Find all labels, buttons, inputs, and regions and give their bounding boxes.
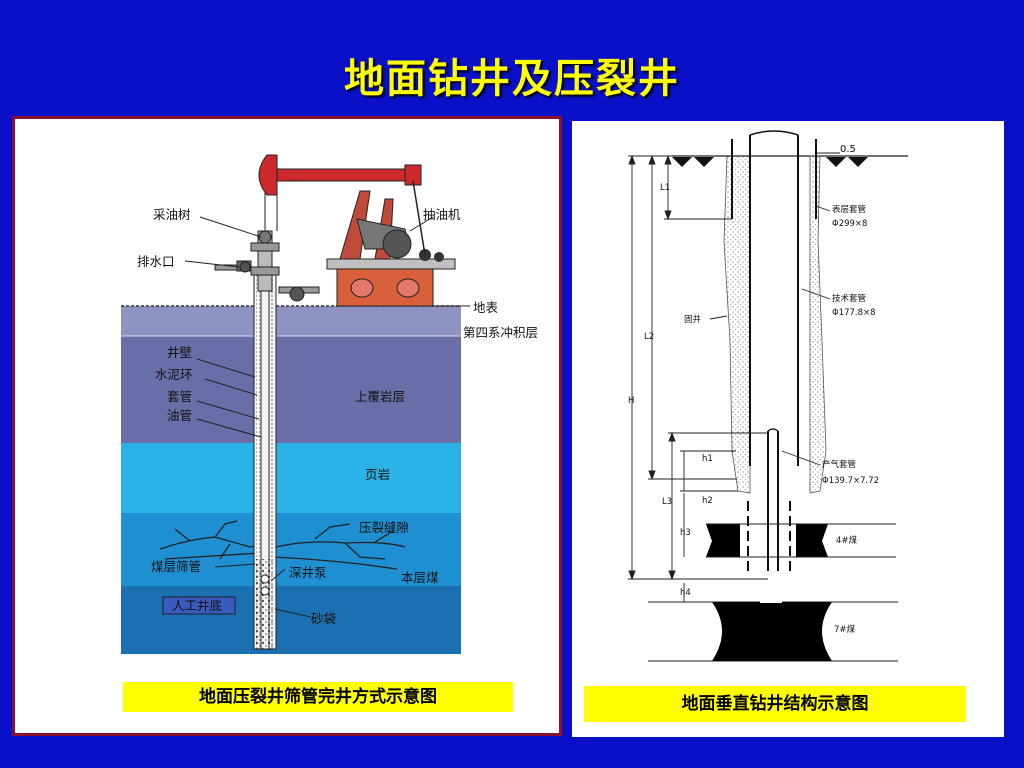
label-h4: h4 [680, 588, 691, 598]
label-L3: L3 [662, 497, 672, 507]
right-diagram-panel: 0.5 L1 L2 H L3 h1 h2 h3 h4 表层套管 Φ299×8 固… [572, 121, 1004, 737]
label-quaternary: 第四系冲积层 [463, 325, 538, 340]
coal4-left [706, 524, 740, 557]
fracture-lines [159, 520, 406, 570]
coal4-right [796, 524, 828, 557]
coal-layer [121, 513, 461, 586]
label-coal-screen: 煤层筛管 [151, 559, 201, 574]
label-this-coal: 本层煤 [401, 570, 439, 585]
label-pumping-unit: 抽油机 [423, 207, 461, 222]
right-leader-lines [709, 205, 831, 466]
label-L1: L1 [660, 183, 670, 193]
label-tech-casing: 技术套管 [832, 293, 866, 304]
label-sand-bag: 砂袋 [311, 611, 337, 626]
label-h3: h3 [680, 528, 691, 538]
left-diagram-panel: 采油树 抽油机 排水口 地表 第四系冲积层 井壁 水泥环 套管 油管 上覆岩层 … [12, 116, 562, 736]
label-casing: 套管 [167, 389, 192, 404]
label-fracture: 压裂缝隙 [359, 520, 409, 535]
slide-title: 地面钻井及压裂井 [344, 55, 680, 102]
left-diagram-caption: 地面压裂井筛管完井方式示意图 [123, 682, 513, 712]
label-cement-ring: 水泥环 [155, 367, 193, 382]
ground-markers [672, 157, 868, 167]
coal7-seam [712, 602, 832, 661]
dimension-lines [628, 152, 840, 602]
label-coal4: 4#煤 [836, 535, 858, 546]
label-surface-casing: 表层套管 [832, 204, 866, 215]
christmas-tree [214, 179, 320, 302]
vertical-well-structure-diagram: 0.5 L1 L2 H L3 h1 h2 h3 h4 表层套管 Φ299×8 固… [628, 130, 908, 662]
bottom-layer [121, 586, 461, 654]
label-cement: 固井 [684, 314, 701, 325]
label-shale: 页岩 [365, 467, 390, 482]
label-overburden: 上覆岩层 [355, 389, 405, 404]
label-surface: 地表 [473, 300, 499, 315]
label-h1: h1 [702, 454, 713, 464]
leader-lines [184, 216, 470, 618]
overburden-layer [121, 336, 461, 443]
label-deep-pump: 深井泵 [289, 565, 327, 580]
label-artificial-bottom: 人工井底 [172, 598, 222, 613]
label-drain-outlet: 排水口 [137, 254, 175, 269]
label-coal7: 7#煤 [834, 624, 856, 635]
label-tubing: 油管 [167, 408, 192, 423]
label-H: H [628, 396, 634, 406]
right-diagram-caption: 地面垂直钻井结构示意图 [584, 686, 966, 722]
label-top-value: 0.5 [840, 144, 856, 155]
fracturing-well-diagram: 采油树 抽油机 排水口 地表 第四系冲积层 井壁 水泥环 套管 油管 上覆岩层 … [121, 154, 538, 654]
screen-section [256, 559, 274, 649]
label-tech-casing-spec: Φ177.8×8 [832, 308, 876, 318]
label-prod-casing: 产气套管 [822, 459, 856, 470]
pumping-unit [258, 154, 456, 307]
label-h2: h2 [702, 496, 713, 506]
label-surface-casing-spec: Φ299×8 [832, 219, 867, 229]
label-prod-casing-spec: Φ139.7×7.72 [822, 476, 879, 486]
label-well-wall: 井壁 [167, 345, 192, 360]
label-christmas-tree: 采油树 [153, 207, 191, 222]
quaternary-layer [121, 306, 461, 336]
label-L2: L2 [644, 332, 654, 342]
shale-layer [121, 443, 461, 513]
